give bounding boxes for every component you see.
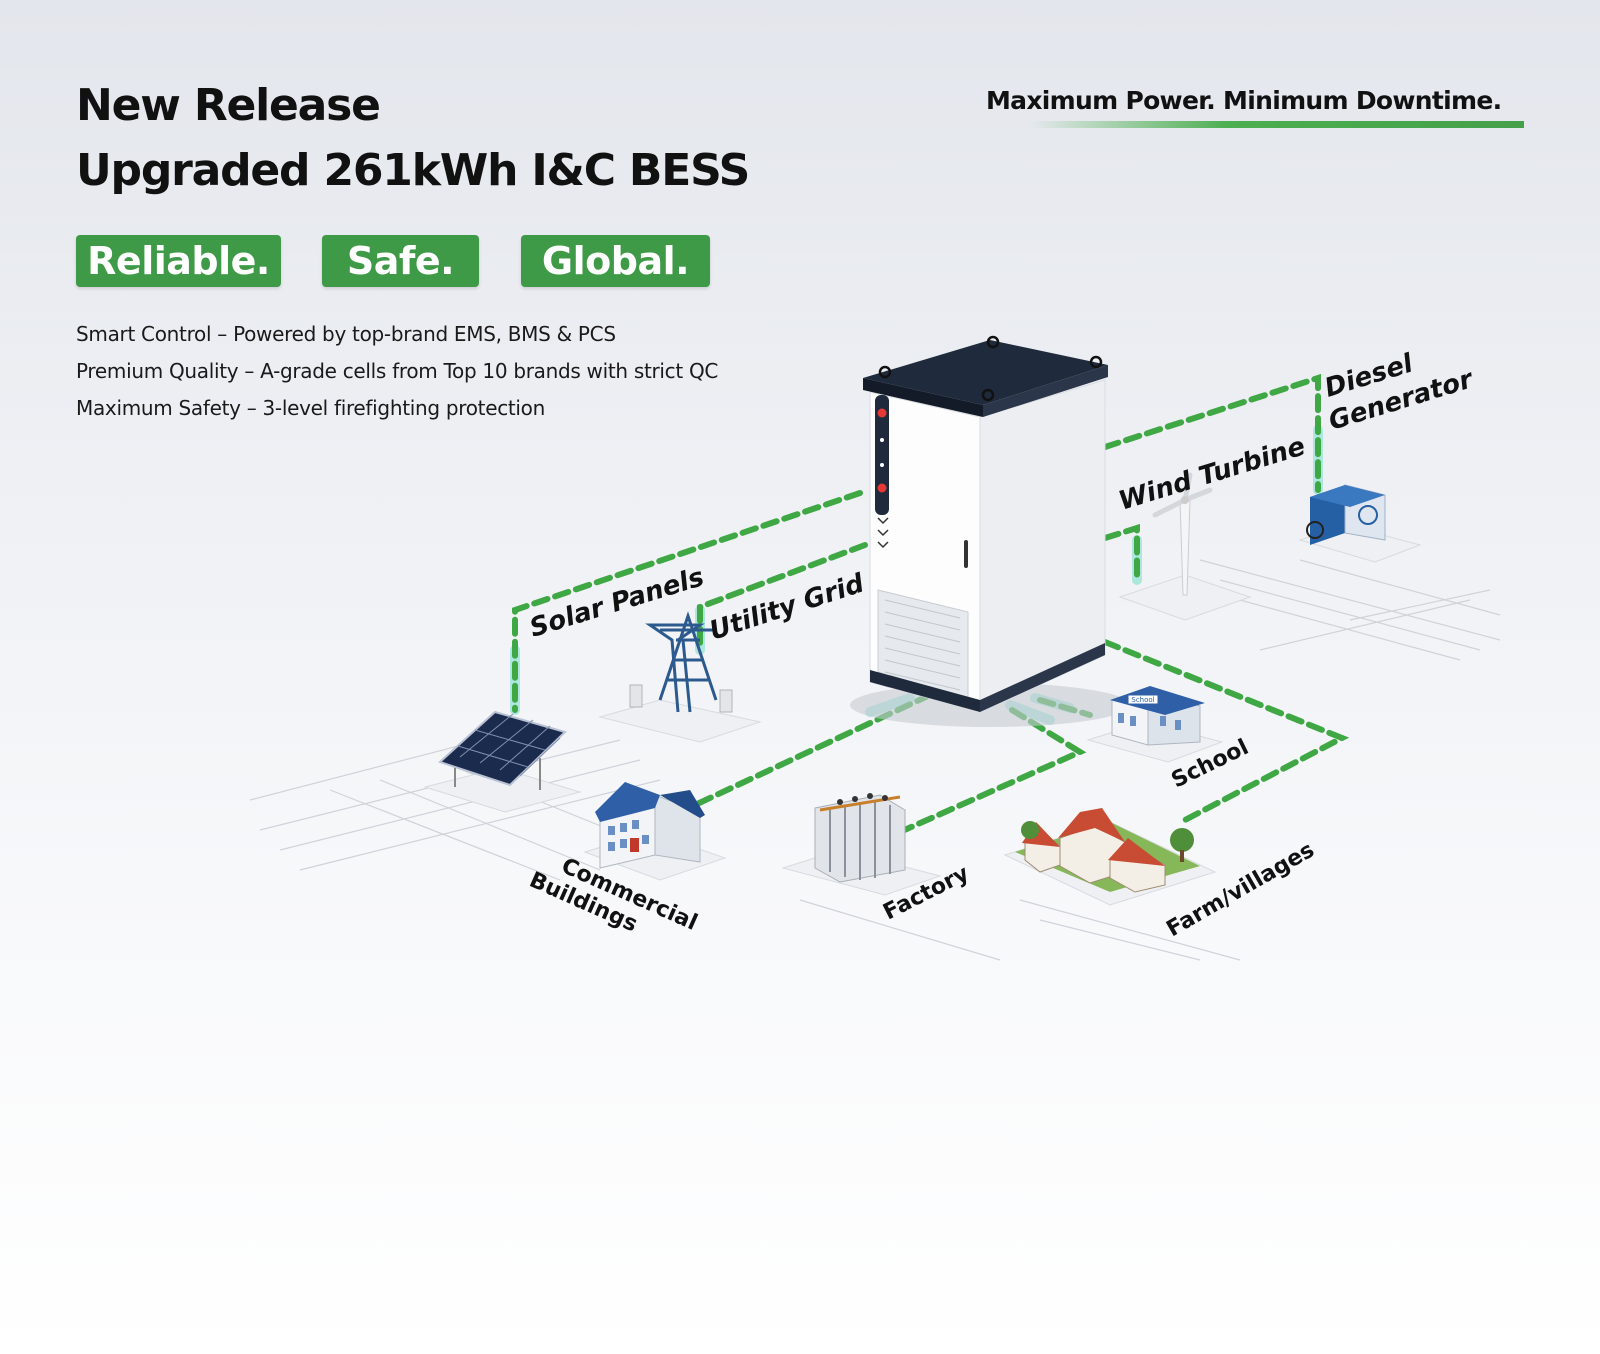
feature-smart-control: Smart Control – Powered by top-brand EMS… — [76, 322, 616, 346]
utility-grid-tower-icon — [598, 611, 762, 743]
link-diesel — [1102, 373, 1321, 493]
diesel-generator-icon — [1298, 484, 1422, 563]
badge-safe: Safe. — [322, 235, 479, 287]
link-wind — [1102, 523, 1140, 583]
wind-turbine-icon — [1118, 472, 1252, 621]
bess-cabinet — [850, 335, 1130, 727]
commercial-building-icon — [583, 782, 727, 881]
factory-icon — [781, 793, 942, 896]
feature-list: Smart Control – Powered by top-brand EMS… — [76, 316, 718, 427]
tagline: Maximum Power. Minimum Downtime. — [986, 86, 1502, 115]
feature-premium-quality: Premium Quality – A-grade cells from Top… — [76, 359, 719, 383]
label-farm-villages: Farm/villages — [1163, 838, 1319, 943]
link-farm — [1102, 639, 1350, 823]
badge-global: Global. — [521, 235, 710, 287]
label-wind-turbine: Wind Turbine — [1115, 432, 1308, 517]
headline-product: Upgraded 261kWh I&C BESS — [76, 145, 750, 196]
label-utility-grid: Utility Grid — [706, 568, 868, 646]
school-icon: School — [1086, 686, 1224, 763]
farm-village-icon — [1003, 808, 1217, 906]
link-factory — [897, 707, 1087, 835]
headline-new-release: New Release — [76, 80, 381, 131]
feature-maximum-safety: Maximum Safety – 3-level firefighting pr… — [76, 396, 545, 420]
tagline-underline — [1030, 121, 1524, 128]
link-grid — [697, 542, 868, 653]
school-sign: School — [1131, 696, 1154, 704]
solar-panel-icon — [423, 710, 582, 813]
badge-reliable: Reliable. — [76, 235, 281, 287]
link-solar — [512, 490, 863, 713]
